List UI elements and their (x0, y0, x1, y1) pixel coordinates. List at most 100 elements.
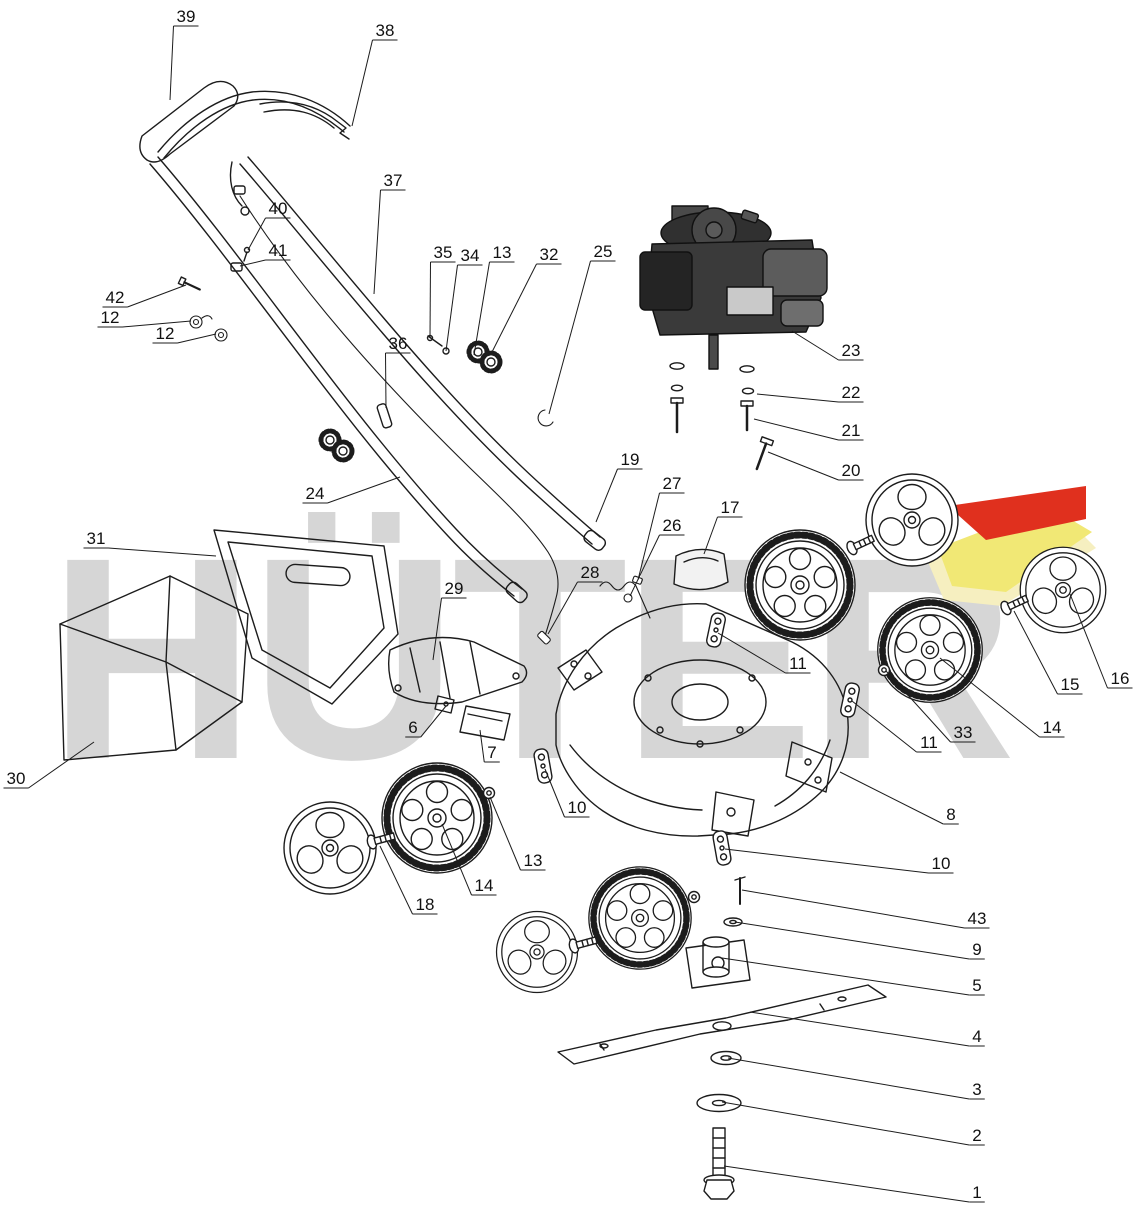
callout-13: 13 (473, 243, 515, 356)
callout-number: 42 (106, 288, 125, 307)
wheel-washer (687, 890, 701, 904)
callout-leader-line (851, 700, 917, 753)
rear-flap (387, 636, 528, 705)
callout-leader-line (724, 848, 929, 874)
callout-16: 16 (1069, 593, 1133, 689)
blade-assembly (557, 876, 887, 1200)
callout-leader-line (717, 632, 786, 674)
callout-leader-line (721, 957, 970, 996)
callout-number: 26 (663, 516, 682, 535)
callout-number: 16 (1111, 669, 1130, 688)
wheel-cover (1019, 546, 1107, 634)
callout-2: 2 (721, 1101, 985, 1146)
callout-8: 8 (839, 771, 959, 825)
callout-leader-line (445, 264, 458, 352)
callout-number: 21 (842, 421, 861, 440)
callout-number: 43 (968, 909, 987, 928)
callout-number: 30 (7, 769, 26, 788)
callout-number: 3 (972, 1080, 981, 1099)
callout-number: 13 (524, 851, 543, 870)
brand-logo-swoosh-yellow (938, 506, 1092, 592)
callout-38: 38 (351, 21, 398, 127)
callout-leader-line (721, 1101, 970, 1146)
callout-number: 12 (101, 308, 120, 327)
callout-30: 30 (3, 741, 95, 789)
blade-adapter (702, 936, 730, 948)
callout-leader-line (122, 320, 192, 328)
wheel-washer (877, 663, 891, 677)
callout-3: 3 (727, 1057, 985, 1100)
callout-number: 5 (972, 976, 981, 995)
callout-number: 23 (842, 341, 861, 360)
callout-23: 23 (791, 330, 864, 361)
callout-9: 9 (734, 921, 985, 960)
callout-35: 35 (429, 243, 456, 338)
callout-24: 24 (302, 476, 401, 504)
callout-number: 9 (972, 940, 981, 959)
callout-leader-line (1013, 610, 1058, 695)
callout-29: 29 (432, 579, 467, 661)
callout-4: 4 (749, 1011, 985, 1047)
callout-leader-line (637, 492, 660, 581)
callout-leader-line (351, 39, 373, 127)
callout-leader-line (491, 263, 537, 353)
grass-bag-frame (213, 529, 399, 705)
cable-ring (189, 315, 203, 329)
callout-26: 26 (629, 516, 685, 597)
callout-20: 20 (767, 451, 864, 481)
callout-number: 11 (920, 733, 938, 752)
callout-number: 22 (842, 383, 861, 402)
callout-19: 19 (595, 450, 643, 523)
callout-number: 24 (306, 484, 325, 503)
callout-number: 10 (568, 798, 587, 817)
chute-cover (673, 548, 729, 591)
mower-deck (555, 603, 849, 837)
callout-leader-line (753, 418, 839, 441)
callout-number: 8 (946, 805, 955, 824)
callout-leader-line (629, 534, 660, 597)
callout-42: 42 (102, 284, 187, 308)
callout-number: 31 (87, 529, 106, 548)
callout-number: 33 (954, 723, 973, 742)
callout-leader-line (734, 921, 970, 960)
callout-leader-line (379, 845, 413, 915)
callout-15: 15 (1013, 610, 1083, 695)
callout-33: 33 (885, 670, 976, 743)
callout-leader-line (767, 451, 839, 481)
callout-17: 17 (703, 498, 743, 555)
brand-watermark-text: HÜTER (48, 498, 1010, 820)
callout-leader-line (727, 1057, 970, 1100)
callout-number: 6 (408, 718, 417, 737)
callout-14: 14 (939, 657, 1065, 738)
callout-13: 13 (489, 796, 546, 871)
callout-leader-line (127, 284, 187, 308)
callout-leader-line (791, 330, 839, 361)
callout-number: 12 (156, 324, 175, 343)
callout-5: 5 (721, 957, 985, 996)
callout-43: 43 (741, 889, 990, 929)
callout-number: 38 (376, 21, 395, 40)
callout-number: 20 (842, 461, 861, 480)
callout-leader-line (723, 1165, 970, 1203)
callout-number: 18 (416, 895, 435, 914)
callout-leader-line (239, 259, 266, 267)
callout-number: 11 (789, 654, 807, 673)
callout-leader-line (473, 261, 490, 356)
callout-39: 39 (169, 7, 199, 101)
callout-25: 25 (548, 242, 616, 415)
callout-11: 11 (717, 632, 811, 674)
callout-number: 17 (721, 498, 740, 517)
callout-leader-line (741, 889, 965, 929)
callout-number: 14 (475, 876, 494, 895)
callout-27: 27 (637, 474, 685, 581)
wheel-cover (495, 910, 579, 994)
callout-31: 31 (83, 529, 217, 557)
callout-leader-line (441, 823, 472, 896)
callout-number: 29 (445, 579, 464, 598)
callout-number: 2 (972, 1126, 981, 1145)
washer (723, 917, 743, 927)
callout-number: 4 (972, 1027, 981, 1046)
